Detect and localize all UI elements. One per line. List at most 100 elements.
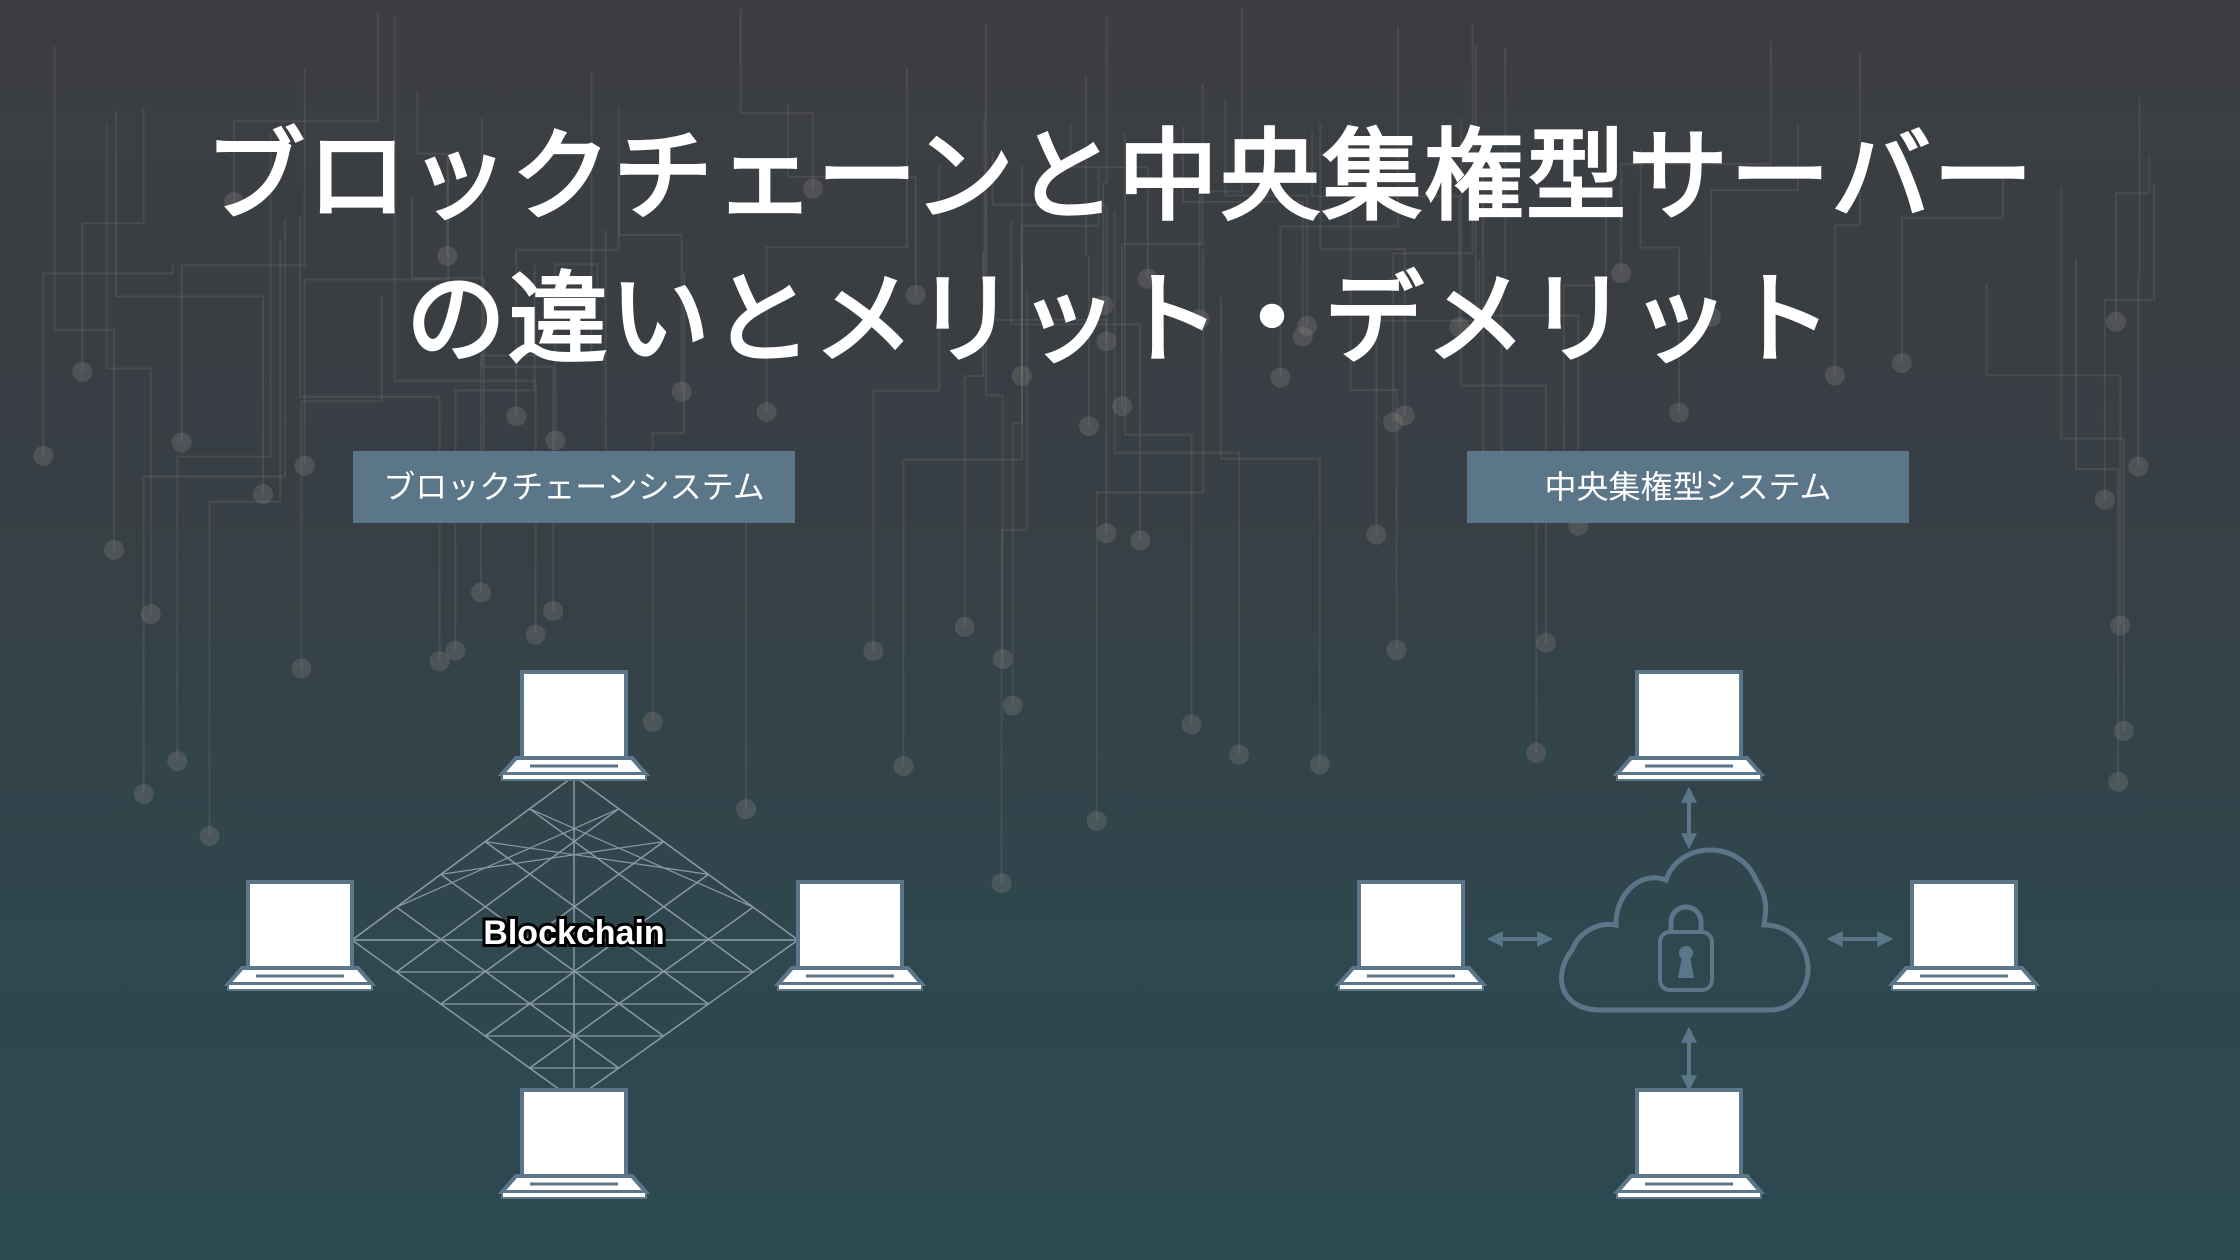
circuit-trace bbox=[983, 113, 1108, 534]
circuit-node bbox=[1078, 416, 1099, 437]
circuit-trace bbox=[1224, 99, 1309, 326]
circuit-trace bbox=[2137, 97, 2141, 467]
circuit-node bbox=[1309, 754, 1330, 775]
circuit-node bbox=[1394, 405, 1415, 426]
mesh-line bbox=[440, 873, 665, 1037]
circuit-node bbox=[545, 430, 566, 451]
circuit-node bbox=[171, 432, 192, 453]
circuit-node bbox=[525, 624, 546, 645]
circuit-trace bbox=[1500, 47, 1507, 478]
title-line-2: の違いとメリット・デメリット bbox=[406, 261, 1834, 378]
mesh-line bbox=[485, 841, 709, 875]
circuit-node bbox=[437, 245, 458, 266]
circuit-node bbox=[1383, 412, 1404, 433]
circuit-trace bbox=[2060, 185, 2125, 731]
circuit-node bbox=[33, 445, 54, 466]
circuit-node bbox=[1189, 309, 1210, 330]
laptop-icon bbox=[226, 880, 374, 992]
mesh-line bbox=[573, 775, 799, 941]
circuit-trace bbox=[963, 251, 984, 627]
circuit-node bbox=[506, 406, 527, 427]
circuit-node bbox=[543, 601, 564, 622]
circuit-node bbox=[1449, 317, 1470, 338]
laptop-icon bbox=[1615, 1088, 1763, 1200]
circuit-trace bbox=[872, 165, 941, 652]
circuit-node bbox=[2105, 311, 2126, 332]
circuit-node bbox=[905, 284, 926, 305]
circuit-trace bbox=[233, 11, 379, 203]
circuit-trace bbox=[1069, 124, 1149, 279]
circuit-node bbox=[291, 658, 312, 679]
circuit-node bbox=[1137, 268, 1158, 289]
centralized-system-label: 中央集権型システム bbox=[1467, 451, 1909, 523]
circuit-trace bbox=[1279, 25, 1399, 378]
circuit-trace bbox=[53, 46, 115, 550]
circuit-trace bbox=[2075, 258, 2120, 782]
circuit-node bbox=[72, 361, 93, 382]
circuit-node bbox=[1366, 524, 1387, 545]
circuit-node bbox=[1611, 263, 1632, 284]
circuit-node bbox=[199, 826, 220, 847]
circuit-trace bbox=[1349, 120, 1398, 650]
circuit-node bbox=[992, 648, 1013, 669]
circuit-node bbox=[1112, 396, 1133, 417]
circuit-trace bbox=[991, 151, 1108, 342]
circuit-node bbox=[2113, 720, 2134, 741]
blockchain-mesh bbox=[351, 775, 799, 1101]
laptop-icon bbox=[776, 880, 924, 992]
circuit-node bbox=[1086, 810, 1107, 831]
circuit-trace bbox=[618, 175, 683, 392]
circuit-trace bbox=[765, 66, 908, 412]
circuit-node bbox=[1669, 402, 1690, 423]
circuit-node bbox=[863, 641, 884, 662]
circuit-trace bbox=[554, 263, 599, 441]
circuit-node bbox=[2108, 771, 2129, 792]
circuit-node bbox=[1526, 742, 1547, 763]
circuit-trace bbox=[114, 110, 265, 495]
circuit-trace bbox=[1710, 123, 1799, 317]
circuit-trace bbox=[1198, 7, 1244, 320]
circuit-node bbox=[2110, 615, 2131, 636]
laptop-icon bbox=[500, 670, 648, 782]
mesh-line bbox=[396, 808, 620, 908]
circuit-node bbox=[1891, 353, 1912, 374]
circuit-node bbox=[802, 178, 823, 199]
mesh-line bbox=[484, 873, 709, 1037]
circuit-node bbox=[1292, 326, 1313, 347]
mesh-line bbox=[395, 808, 620, 973]
circuit-node bbox=[429, 651, 450, 672]
circuit-trace bbox=[1000, 290, 1028, 884]
circuit-trace bbox=[1311, 132, 1461, 328]
circuit-node bbox=[294, 455, 315, 476]
circuit-node bbox=[1386, 639, 1407, 660]
circuit-node bbox=[736, 799, 757, 820]
circuit-trace bbox=[176, 133, 272, 762]
circuit-trace bbox=[786, 105, 917, 295]
circuit-trace bbox=[985, 22, 1004, 659]
circuit-trace bbox=[1010, 221, 1142, 541]
circuit-node bbox=[642, 711, 663, 732]
circuit-trace bbox=[300, 295, 383, 669]
mesh-line bbox=[440, 840, 665, 1005]
circuit-trace bbox=[81, 106, 145, 372]
circuit-trace bbox=[2114, 154, 2151, 322]
circuit-trace bbox=[2103, 182, 2156, 500]
mesh-line bbox=[395, 906, 620, 1069]
laptop-icon bbox=[1615, 670, 1763, 782]
circuit-node bbox=[1096, 523, 1117, 544]
circuit-trace bbox=[515, 105, 620, 417]
circuit-trace bbox=[739, 8, 814, 189]
circuit-node bbox=[167, 751, 188, 772]
circuit-node bbox=[1002, 695, 1023, 716]
laptop-icon bbox=[1890, 880, 2038, 992]
circuit-node bbox=[991, 873, 1012, 894]
circuit-trace bbox=[1182, 126, 1304, 337]
circuit-trace bbox=[1020, 168, 1100, 376]
circuit-node bbox=[893, 756, 914, 777]
circuit-node bbox=[1011, 365, 1032, 386]
circuit-node bbox=[1270, 367, 1291, 388]
circuit-node bbox=[253, 484, 274, 505]
laptop-icon bbox=[500, 1088, 648, 1200]
circuit-trace bbox=[416, 91, 449, 256]
circuit-trace bbox=[303, 158, 450, 466]
